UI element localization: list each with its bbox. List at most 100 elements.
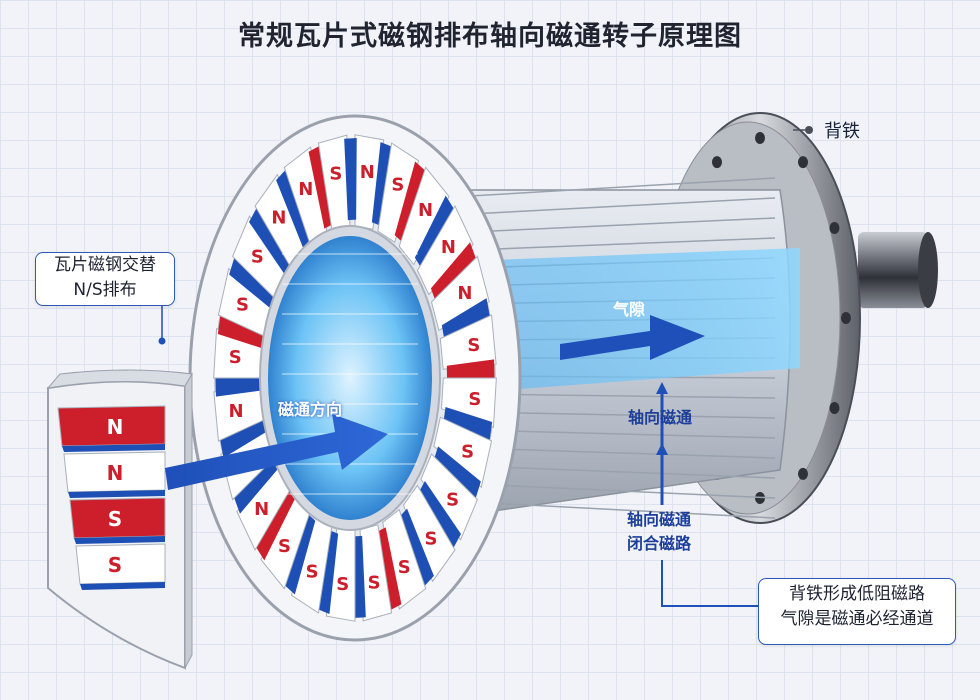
ring-magnet-edge [371,142,393,226]
tile-magnets-callout: 瓦片磁钢交替 N/S排布 [35,252,175,306]
ring-magnet [440,377,497,429]
ring-pole-label: S [251,247,264,268]
shaft [858,232,928,308]
rotor-fin [469,217,776,233]
tile-pole-label: N [107,461,124,485]
flux-direction-arrow [165,414,388,490]
ring-pole-label: S [391,174,404,195]
air-gap-label: 气隙 [613,300,646,319]
ring-magnet-edge [215,375,264,397]
ring-pole-label: S [229,347,242,368]
bore-ribs [282,253,418,495]
page-title: 常规瓦片式磁钢排布轴向磁通转子原理图 [238,21,742,52]
ring-pole-label: N [418,200,433,221]
back-iron-note: 背铁形成低阻磁路 气隙是磁通必经通道 [758,578,956,645]
ring-pole-label: S [236,294,249,315]
flux-direction-label: 磁通方向 [278,400,343,419]
ring-magnet [433,416,493,489]
ring-pole-label: S [461,442,474,463]
bolt-hole [841,312,851,324]
ring-pole-label: S [306,562,319,583]
tile-magnet-edge [68,490,165,498]
ring-magnet-edge [217,313,267,349]
tile-block-side [184,372,193,669]
ring-magnet-edge [283,514,316,595]
ring-magnet-edge [434,446,481,501]
ring-magnet [382,508,427,610]
ring-magnet-edge [377,527,402,611]
tile-pole-label: S [108,553,122,577]
axial-closed-line2: 闭合磁路 [627,534,692,553]
ring-pole-label: S [398,557,411,578]
ring-pole-label: S [446,489,459,510]
rotor-fin [469,177,776,197]
ring-pole-label: S [425,529,438,550]
ring-pole-label: N [254,499,269,520]
ring-magnet-edge [276,168,310,248]
rotor-fin [469,483,776,499]
bolt-hole [829,222,840,234]
air-gap-arrow [560,315,705,360]
back-iron-label: 背铁 [824,121,860,142]
note-line1: 背铁形成低阻磁路 [789,584,925,604]
ring-magnet-edge [443,407,493,443]
ring-magnet-edge [353,535,366,618]
shaft-end [918,232,938,308]
ring-pole-label: S [336,574,349,595]
tile-pole-label: S [108,507,122,531]
tile-magnet-edge [74,536,165,544]
ring-magnet-edge [446,359,495,381]
tile-magnets-line2: N/S排布 [73,280,137,300]
air-gap-glow [440,248,800,395]
ring-pole-label: S [329,163,342,184]
ring-magnet-edge [219,417,269,458]
bolt-hole [798,156,808,169]
rotor-fin [469,429,776,439]
ring-magnet-edge [430,242,477,301]
ring-magnet-edge [394,161,427,242]
ring-magnet-edge [414,195,455,268]
note-connector [661,560,758,607]
rotor-fin [469,447,776,459]
ring-magnet-edge [400,508,434,588]
bolt-hole [712,156,722,169]
tile-magnet-edge [62,444,165,452]
ring-pole-label: S [368,573,381,594]
ring-magnet [416,204,474,296]
ring-magnet-edge [441,298,491,339]
axial-arrow-mid [656,443,668,455]
ring-magnet [430,255,490,332]
ring-magnet-edge [308,145,333,229]
ring-magnet-edge [419,480,461,550]
back-iron-dot [805,126,813,134]
tile-magnet-edge [80,582,165,590]
rotor-fin [469,465,776,479]
bolt-hole [829,402,840,414]
axial-closed-line1: 轴向磁通 [627,510,692,529]
note-line2: 气隙是磁通必经通道 [780,609,934,629]
rotor-fin [469,237,776,251]
ring-magnet [420,453,479,541]
bolt-hole [755,132,765,144]
ring-magnet [377,142,420,243]
ring-pole-label: S [468,389,481,410]
ring-magnet [439,314,497,370]
ring-pole-label: N [360,162,375,183]
ring-pole-label: N [298,179,313,200]
axial-closed-label: 轴向磁通 闭合磁路 [627,508,691,556]
ring-pole-label: S [278,536,291,557]
ring-magnets: NSNNNSSSSSSSSSSNNNSSSNNS [213,134,497,622]
rotor-fin [469,411,776,419]
ring-pole-label: N [441,237,456,258]
ring-magnet [402,484,456,583]
ring-magnet-edge [229,255,276,310]
tile-magnets-line1: 瓦片磁钢交替 [54,255,156,275]
axial-arrow-up [656,382,668,394]
tile-pole-label: N [107,415,124,439]
ring-magnet [398,166,450,266]
ring-pole-label: N [229,401,244,422]
axial-flux-label: 轴向磁通 [628,408,693,427]
